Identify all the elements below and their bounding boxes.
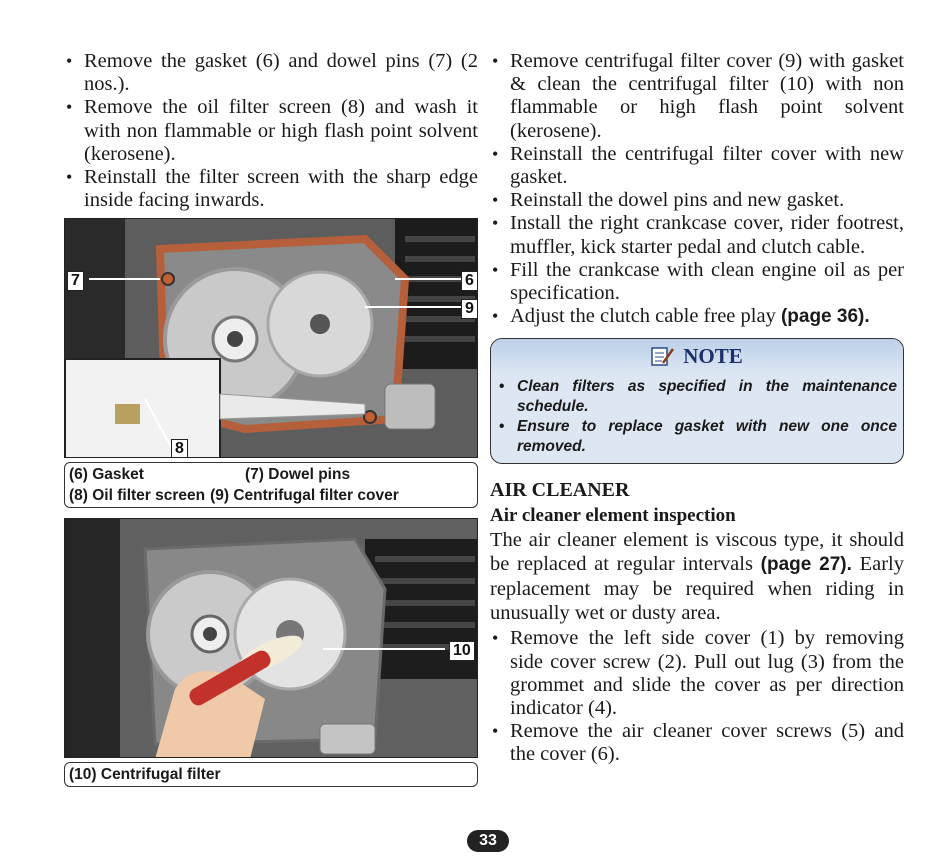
figure2-caption: (10) Centrifugal filter	[64, 762, 478, 788]
air-cleaner-steps: Remove the left side cover (1) by removi…	[490, 627, 904, 766]
note-item: Ensure to replace gasket with new one on…	[499, 417, 897, 457]
note-box: NOTE Clean filters as specified in the m…	[490, 338, 904, 465]
notepad-pen-icon	[651, 347, 675, 367]
caption-centrifugal-filter: (10) Centrifugal filter	[69, 766, 221, 784]
list-item: Reinstall the filter screen with the sha…	[64, 166, 478, 212]
list-item: Remove centrifugal filter cover (9) with…	[490, 50, 904, 143]
note-item: Clean filters as specified in the mainte…	[499, 377, 897, 417]
figure1-caption: (6) Gasket (7) Dowel pins (8) Oil filter…	[64, 462, 478, 509]
note-header: NOTE	[491, 339, 903, 374]
callout-10: 10	[449, 641, 475, 662]
note-list: Clean filters as specified in the mainte…	[491, 373, 903, 463]
caption-gasket: (6) Gasket	[69, 466, 144, 484]
list-item: Remove the oil filter screen (8) and was…	[64, 96, 478, 166]
list-item: Install the right crankcase cover, rider…	[490, 212, 904, 258]
callout-7: 7	[67, 271, 84, 292]
page-reference-27: (page 27).	[760, 554, 852, 576]
engine-photo-2	[65, 519, 477, 758]
page-reference-36: (page 36).	[780, 306, 870, 328]
subsection-title: Air cleaner element inspection	[490, 505, 736, 527]
page-number: 33	[467, 830, 509, 852]
note-title: NOTE	[683, 343, 743, 368]
list-item: Remove the gasket (6) and dowel pins (7)…	[64, 50, 478, 96]
right-column: Remove centrifugal filter cover (9) with…	[490, 50, 904, 767]
list-item: Remove the air cleaner cover screws (5) …	[490, 720, 904, 766]
figure-centrifugal-filter-photo: 10	[64, 518, 478, 759]
caption-dowel-pins: (7) Dowel pins	[245, 466, 351, 484]
list-item: Adjust the clutch cable free play (page …	[490, 305, 904, 328]
list-item: Remove the left side cover (1) by removi…	[490, 627, 904, 720]
callout-9: 9	[461, 299, 477, 320]
right-instruction-list: Remove centrifugal filter cover (9) with…	[490, 50, 904, 329]
paragraph-text-2: Early replacement may be required when r…	[490, 553, 904, 625]
callout-6: 6	[461, 271, 477, 292]
caption-oil-filter-screen: (8) Oil filter screen	[69, 487, 206, 505]
paragraph-text-1: The air cleaner element is viscous type,…	[490, 529, 904, 576]
caption-centrifugal-filter-cover: (9) Centrifugal filter cover	[210, 487, 399, 505]
left-column: Remove the gasket (6) and dowel pins (7)…	[64, 50, 478, 788]
list-item: Fill the crankcase with clean engine oil…	[490, 259, 904, 305]
list-item: Reinstall the centrifugal filter cover w…	[490, 143, 904, 189]
list-item: Reinstall the dowel pins and new gasket.	[490, 189, 904, 212]
figure-gasket-dowel-photo: 7 6 9 8	[64, 218, 478, 459]
left-instruction-list: Remove the gasket (6) and dowel pins (7)…	[64, 50, 478, 212]
air-cleaner-paragraph: The air cleaner element is viscous type,…	[490, 528, 904, 625]
section-title: AIR CLEANER	[490, 479, 630, 502]
engine-photo-1	[65, 219, 477, 458]
callout-8: 8	[171, 439, 188, 458]
clutch-adjust-text: Adjust the clutch cable free play	[510, 305, 781, 328]
